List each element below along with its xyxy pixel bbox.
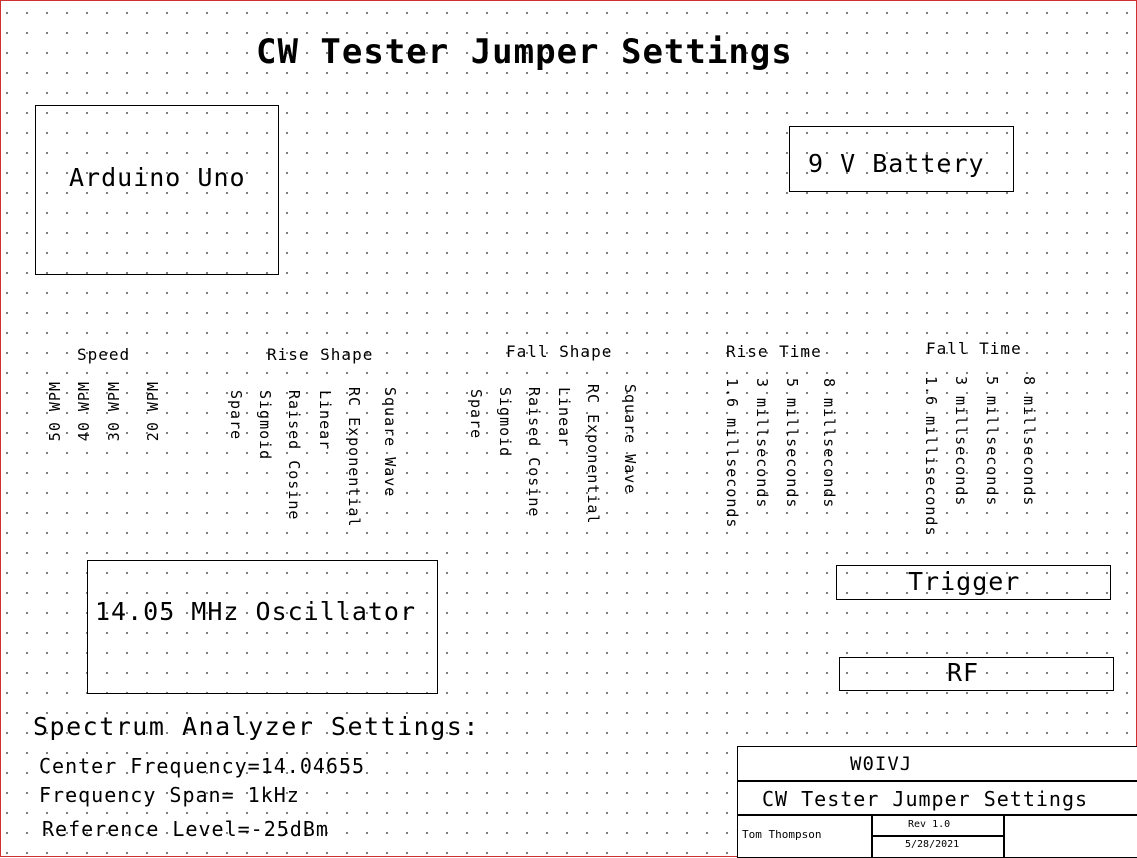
- fall-time-option-5ms: 5 millseconds: [983, 376, 1001, 507]
- title-block-callsign-cell: [737, 746, 1137, 782]
- arduino-uno-label: Arduino Uno: [69, 163, 246, 192]
- fall-time-option-1-6ms: 1.6 milliseconds: [922, 376, 940, 537]
- speed-heading: Speed: [77, 345, 131, 364]
- rise-shape-option-linear: Linear: [316, 390, 334, 451]
- rise-shape-heading: Rise Shape: [267, 345, 374, 364]
- rise-shape-option-square-wave: Square Wave: [381, 387, 399, 498]
- rise-shape-option-rc-exponential: RC Exponential: [345, 387, 363, 528]
- title-block: W0IVJ CW Tester Jumper Settings Tom Thom…: [737, 746, 1137, 858]
- fall-time-option-3ms: 3 millseconds: [952, 376, 970, 507]
- fall-shape-option-spare: Spare: [467, 389, 485, 440]
- arduino-uno-box: Arduino Uno: [35, 105, 279, 275]
- battery-box: 9 V Battery: [789, 126, 1014, 192]
- rise-time-option-1-6ms: 1.6 millseconds: [723, 378, 741, 529]
- rf-box: RF: [839, 657, 1114, 691]
- frequency-span-text: Frequency Span= 1kHz: [39, 783, 300, 807]
- title-block-rev-cell: [871, 814, 1005, 837]
- reference-level-text: Reference Level=-25dBm: [42, 817, 329, 841]
- rise-shape-option-spare: Spare: [227, 390, 245, 441]
- title-block-author: Tom Thompson: [742, 828, 822, 841]
- title-block-callsign: W0IVJ: [850, 753, 913, 775]
- speed-option-40wpm: 40 WPM: [75, 381, 93, 442]
- rf-label: RF: [947, 658, 980, 687]
- oscillator-label: 14.05 MHz Oscillator: [95, 597, 417, 626]
- speed-option-50wpm: 50 WPM: [46, 381, 64, 442]
- fall-shape-option-rc-exponential: RC Exponential: [584, 384, 602, 525]
- center-frequency-text: Center Frequency=14.04655: [39, 754, 366, 778]
- title-block-date: 5/28/2021: [905, 839, 960, 850]
- title-block-rev: Rev 1.0: [908, 819, 951, 830]
- rise-time-option-5ms: 5 millseconds: [783, 378, 801, 509]
- title-block-title-cell: [737, 780, 1137, 816]
- fall-time-heading: Fall Time: [926, 339, 1022, 358]
- fall-shape-option-raised-cosine: Raised Cosine: [525, 387, 543, 518]
- rise-time-heading: Rise Time: [726, 342, 822, 361]
- fall-shape-option-square-wave: Square Wave: [621, 384, 639, 495]
- fall-shape-option-linear: Linear: [555, 387, 573, 448]
- rise-shape-option-raised-cosine: Raised Cosine: [285, 390, 303, 521]
- trigger-box: Trigger: [836, 565, 1111, 600]
- rise-time-option-3ms: 3 millseconds: [753, 378, 771, 509]
- trigger-label: Trigger: [908, 567, 1021, 596]
- fall-time-option-8ms: 8 millseconds: [1020, 376, 1038, 507]
- battery-label: 9 V Battery: [808, 149, 985, 178]
- speed-option-30wpm: 30 WPM: [105, 381, 123, 442]
- fall-shape-option-sigmoid: Sigmoid: [496, 387, 514, 458]
- speed-option-20wpm: 20 WPM: [144, 381, 162, 442]
- spectrum-settings-title: Spectrum Analyzer Settings:: [33, 712, 480, 741]
- title-block-drawing-title: CW Tester Jumper Settings: [762, 787, 1089, 811]
- fall-shape-heading: Fall Shape: [506, 342, 613, 361]
- title-block-blank-cell: [1003, 814, 1137, 858]
- rise-time-option-8ms: 8 millseconds: [820, 378, 838, 509]
- page-title: CW Tester Jumper Settings: [256, 32, 793, 72]
- oscillator-box: 14.05 MHz Oscillator: [87, 560, 438, 694]
- rise-shape-option-sigmoid: Sigmoid: [256, 390, 274, 461]
